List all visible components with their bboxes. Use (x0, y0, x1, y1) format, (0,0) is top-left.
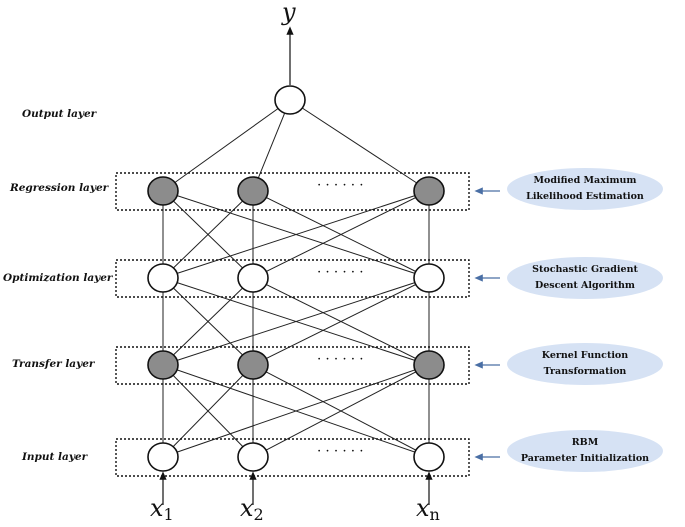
layer-box-optimization (115, 259, 470, 298)
layer-box-input (115, 438, 470, 477)
input-label-x2: x2 (240, 494, 264, 524)
ellipsis-optimization: • • • • • • (317, 269, 364, 276)
input-label-xn: xn (416, 494, 440, 524)
ellipsis-transfer: • • • • • • (317, 356, 364, 363)
callout-optimization: Stochastic Gradient Descent Algorithm (507, 257, 663, 299)
node-input-3 (413, 442, 445, 472)
layer-box-regression (115, 172, 470, 211)
layer-label-input: Input layer (22, 451, 88, 463)
node-output (274, 85, 306, 115)
connection-regression-output (162, 99, 291, 192)
node-regression-3 (413, 176, 445, 206)
callout-optimization-line2: Descent Algorithm (535, 280, 635, 291)
node-transfer-3 (413, 350, 445, 380)
ellipsis-regression: • • • • • • (317, 182, 364, 189)
node-transfer-2 (237, 350, 269, 380)
connection-transfer-input (252, 364, 430, 458)
node-regression-1 (147, 176, 179, 206)
connection-regression-optimization (162, 190, 254, 279)
connection-regression-output (252, 99, 291, 192)
layer-label-optimization: Optimization layer (3, 272, 113, 284)
layer-label-transfer: Transfer layer (12, 358, 95, 370)
layer-box-transfer (115, 346, 470, 385)
node-input-1 (147, 442, 179, 472)
callout-transfer-line1: Kernel Function (541, 350, 629, 361)
node-optimization-2 (237, 263, 269, 293)
layer-label-regression: Regression layer (10, 182, 109, 194)
callout-input-line2: Parameter Initialization (520, 453, 650, 464)
callout-transfer: Kernel Function Transformation (507, 343, 663, 385)
connection-regression-optimization (162, 190, 430, 279)
callout-input-line1: RBM (571, 437, 599, 448)
node-transfer-1 (147, 350, 179, 380)
node-regression-2 (237, 176, 269, 206)
connection-transfer-input (162, 364, 430, 458)
node-input-2 (237, 442, 269, 472)
callout-transfer-line2: Transformation (543, 366, 627, 377)
callout-regression-line2: Likelihood Estimation (526, 191, 644, 202)
input-label-x1: x1 (150, 494, 174, 524)
connection-optimization-transfer (162, 277, 254, 366)
connection-optimization-transfer (252, 277, 430, 366)
output-symbol: y (282, 0, 296, 26)
connection-transfer-input (162, 364, 254, 458)
connection-regression-optimization (252, 190, 430, 279)
callout-optimization-line1: Stochastic Gradient (532, 264, 638, 275)
connection-optimization-transfer (162, 277, 430, 366)
callout-regression: Modified Maximum Likelihood Estimation (507, 168, 663, 210)
layer-label-output: Output layer (22, 108, 97, 120)
node-optimization-3 (413, 263, 445, 293)
node-optimization-1 (147, 263, 179, 293)
callout-regression-line1: Modified Maximum (533, 175, 637, 186)
connection-regression-output (289, 99, 430, 192)
callout-input: RBM Parameter Initialization (507, 430, 663, 472)
ellipsis-input: • • • • • • (317, 448, 364, 455)
